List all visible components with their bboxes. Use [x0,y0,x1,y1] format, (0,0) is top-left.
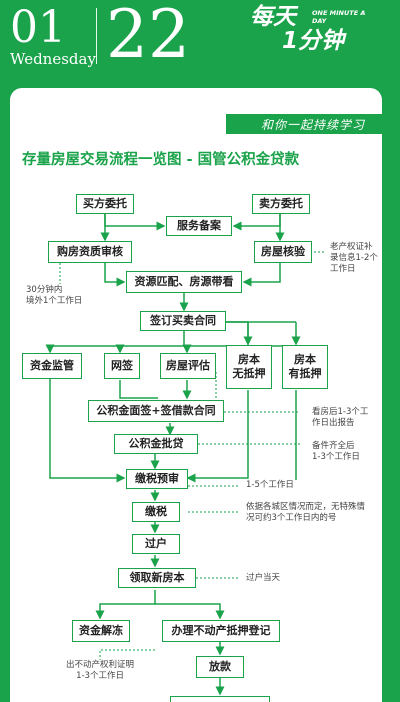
brand-subtitle: ONE MINUTE A DAY [312,9,366,25]
node-qual: 购房资质审核 [48,241,132,263]
tagline-ribbon: 和你一起持续学习 [226,114,400,134]
node-no-mortgage: 房本 无抵押 [226,345,272,389]
node-seller: 卖方委托 [252,194,310,214]
node-contract: 签订买卖合同 [140,311,226,331]
header-divider [96,8,97,64]
content-card [10,88,382,702]
date-weekday: Wednesday [10,50,96,68]
node-transfer: 过户 [132,534,180,554]
note-verify: 老产权证补 录信息1-2个 工作日 [330,242,378,275]
node-supervise: 资金监管 [22,353,82,379]
note-qual: 30分钟内 境外1个工作日 [26,285,83,307]
node-appraise: 房屋评估 [160,353,216,379]
note-unfreeze: 出不动产权利证明 1-3个工作日 [66,660,135,682]
page-title: 存量房屋交易流程一览图 - 国管公积金贷款 [22,152,300,168]
note-approve: 备件齐全后 1-3个工作日 [312,441,360,463]
brand-title-top: 每天 [250,4,296,30]
node-next [170,696,270,702]
node-new-cert: 领取新房本 [118,568,196,588]
node-buyer: 买方委托 [76,194,134,214]
brand-title-bottom: 1分钟 [282,28,345,54]
node-tax: 缴税 [132,502,180,522]
node-loan: 放款 [196,656,244,678]
date-day: 22 [106,0,190,73]
date-month: 01 [10,2,66,53]
node-mortgage: 房本 有抵押 [282,345,328,389]
note-appraise: 看房后1-3个工 作日出报告 [312,407,369,429]
node-mortgage-reg: 办理不动产抵押登记 [162,620,280,642]
node-service: 服务备案 [166,216,232,236]
node-approve: 公积金批贷 [114,434,198,454]
note-tax: 依据各城区情况而定，无特殊情 况可约3个工作日内的号 [246,502,366,524]
node-face-sign: 公积金面签+签借款合同 [88,400,224,422]
node-prepay: 缴税预审 [126,469,188,489]
node-unfreeze: 资金解冻 [72,620,130,642]
note-new-cert: 过户当天 [246,573,281,583]
node-verify: 房屋核验 [254,241,312,263]
node-netsign: 网签 [104,353,140,379]
node-match: 资源匹配、房源带看 [126,271,242,293]
note-prepay: 1-5个工作日 [246,480,294,490]
